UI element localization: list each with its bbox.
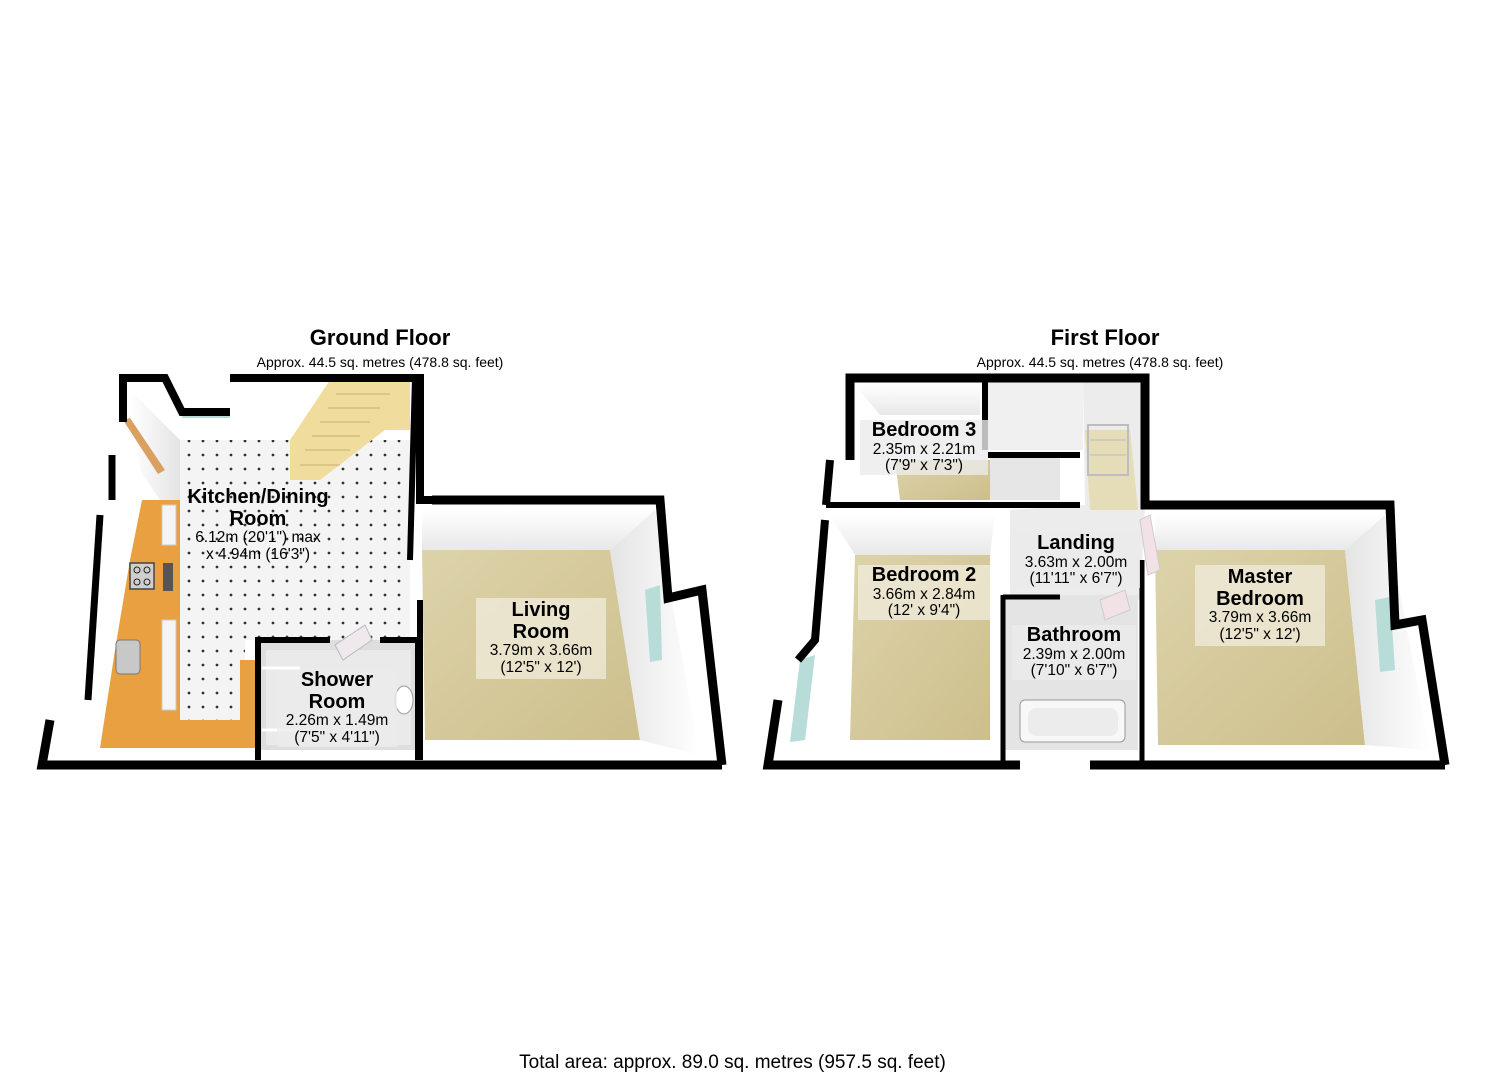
room-dimensions-metric: 2.39m x 2.00m — [1022, 645, 1126, 663]
room-dimensions-imperial: (12' x 9'4") — [887, 602, 961, 620]
window — [645, 585, 662, 662]
room-label-bathroom: Bathroom 2.39m x 2.00m (7'10" x 6'7") — [1012, 624, 1136, 681]
room-dimensions-imperial: (7'5" x 4'11") — [294, 728, 380, 746]
room-label-living-room: Living Room 3.79m x 3.66m (12'5" x 12') — [476, 598, 606, 679]
staircase-icon — [290, 380, 410, 480]
living-room — [420, 500, 720, 760]
master-bedroom-door — [1139, 514, 1161, 576]
ground-floor-walls — [36, 374, 727, 770]
room-label-bedroom-3: Bedroom 3 2.35m x 2.21m (7'9" x 7'3") — [860, 419, 988, 476]
room-name: Master — [1227, 566, 1293, 588]
room-dimensions-imperial: (7'10" x 6'7") — [1030, 662, 1118, 680]
ground-floor-title: Ground Floor — [309, 325, 451, 350]
room-name-line2: Room — [308, 690, 366, 713]
first-floor-title: First Floor — [1050, 325, 1160, 350]
room-name: Living — [511, 599, 571, 621]
kitchen-worktop — [100, 500, 255, 748]
hob-icon — [129, 562, 155, 590]
room-label-bedroom-2: Bedroom 2 3.66m x 2.84m (12' x 9'4") — [858, 564, 990, 621]
room-label-shower-room: Shower Room 2.26m x 1.49m (7'5" x 4'11") — [277, 669, 397, 747]
room-name: Kitchen/Dining — [187, 486, 329, 508]
room-dimensions-imperial: x 4.94m (16'3") — [205, 545, 311, 563]
room-dimensions-metric: 3.66m x 2.84m — [872, 585, 976, 603]
first-floor-walls — [762, 373, 1450, 770]
room-dimensions-metric: 2.35m x 2.21m — [872, 440, 976, 458]
room-dimensions-metric: 3.79m x 3.66m — [489, 642, 593, 660]
bathroom-door — [1099, 589, 1131, 621]
room-dimensions-imperial: (12'5" x 12') — [500, 658, 582, 676]
room-name: Shower — [300, 669, 374, 691]
basin-icon — [394, 685, 414, 715]
room-name: Bedroom 2 — [871, 564, 977, 586]
room-label-master-bedroom: Master Bedroom 3.79m x 3.66m (12'5" x 12… — [1195, 565, 1325, 646]
room-name: Bathroom — [1026, 624, 1122, 646]
room-name-line2: Bedroom — [1216, 587, 1304, 610]
window — [1375, 597, 1395, 672]
sink-icon — [115, 639, 141, 675]
room-dimensions-metric: 3.79m x 3.66m — [1208, 609, 1312, 627]
room-name-line2: Room — [512, 620, 570, 643]
room-name-line2: Room — [229, 507, 287, 530]
room-label-landing: Landing 3.63m x 2.00m (11'11" x 6'7") — [1012, 532, 1140, 589]
kitchen-dining-room — [40, 380, 420, 750]
total-area: Total area: approx. 89.0 sq. metres (957… — [519, 1052, 946, 1073]
room-dimensions-metric: 2.26m x 1.49m — [285, 712, 389, 730]
room-dimensions-imperial: (12'5" x 12') — [1219, 625, 1301, 643]
room-name: Bedroom 3 — [871, 419, 977, 441]
room-name: Landing — [1037, 532, 1115, 554]
storage-cupboard — [988, 380, 1083, 500]
staircase-icon — [1087, 424, 1129, 476]
ground-floor-area: Approx. 44.5 sq. metres (478.8 sq. feet) — [256, 354, 504, 370]
room-dimensions-metric: 6.12m (20'1") max — [195, 529, 321, 547]
kitchen-door — [123, 418, 165, 474]
room-dimensions-metric: 3.63m x 2.00m — [1024, 553, 1128, 571]
first-floor-area: Approx. 44.5 sq. metres (478.8 sq. feet) — [976, 354, 1224, 370]
room-dimensions-imperial: (11'11" x 6'7") — [1029, 570, 1123, 588]
ground-floor-plan — [36, 374, 727, 770]
window — [790, 655, 815, 742]
room-label-kitchen-dining: Kitchen/Dining Room 6.12m (20'1") max x … — [168, 486, 348, 564]
shower-door — [334, 624, 373, 661]
room-dimensions-imperial: (7'9" x 7'3") — [884, 457, 964, 475]
